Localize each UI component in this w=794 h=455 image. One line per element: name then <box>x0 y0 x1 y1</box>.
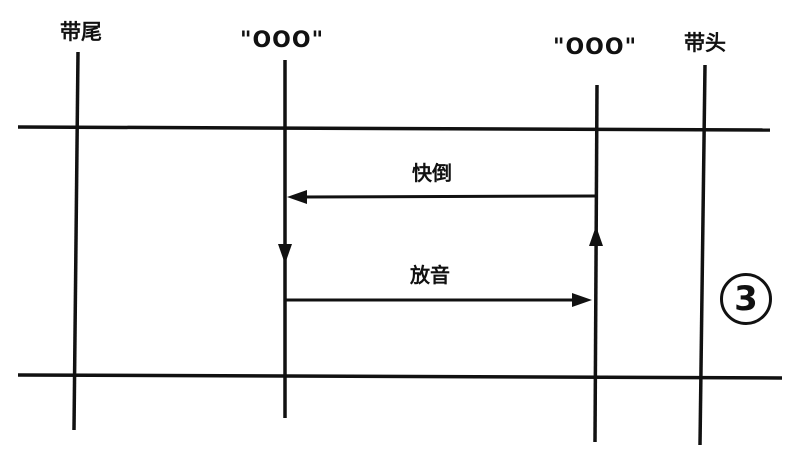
tape-tail-line <box>72 51 80 431</box>
tape-tail-label: 带尾 <box>60 20 102 44</box>
counter-right-label: "OOO" <box>553 35 638 60</box>
down-arrowhead <box>278 244 292 264</box>
play-arrowhead <box>572 293 592 307</box>
play-label: 放音 <box>410 263 450 287</box>
fast-rewind-arrowhead <box>287 190 307 204</box>
step-number-badge: 3 <box>720 273 772 325</box>
tape-head-label: 带头 <box>684 31 726 55</box>
tape-bottom-line <box>17 373 783 380</box>
fast-rewind-arrow-line <box>299 194 598 199</box>
fast-rewind-label: 快倒 <box>412 161 452 185</box>
tape-top-line <box>17 125 771 132</box>
counter-left-label: "OOO" <box>240 28 325 53</box>
tape-head-line <box>698 64 707 446</box>
counter-right-line <box>593 84 599 443</box>
up-arrowhead <box>589 226 603 246</box>
